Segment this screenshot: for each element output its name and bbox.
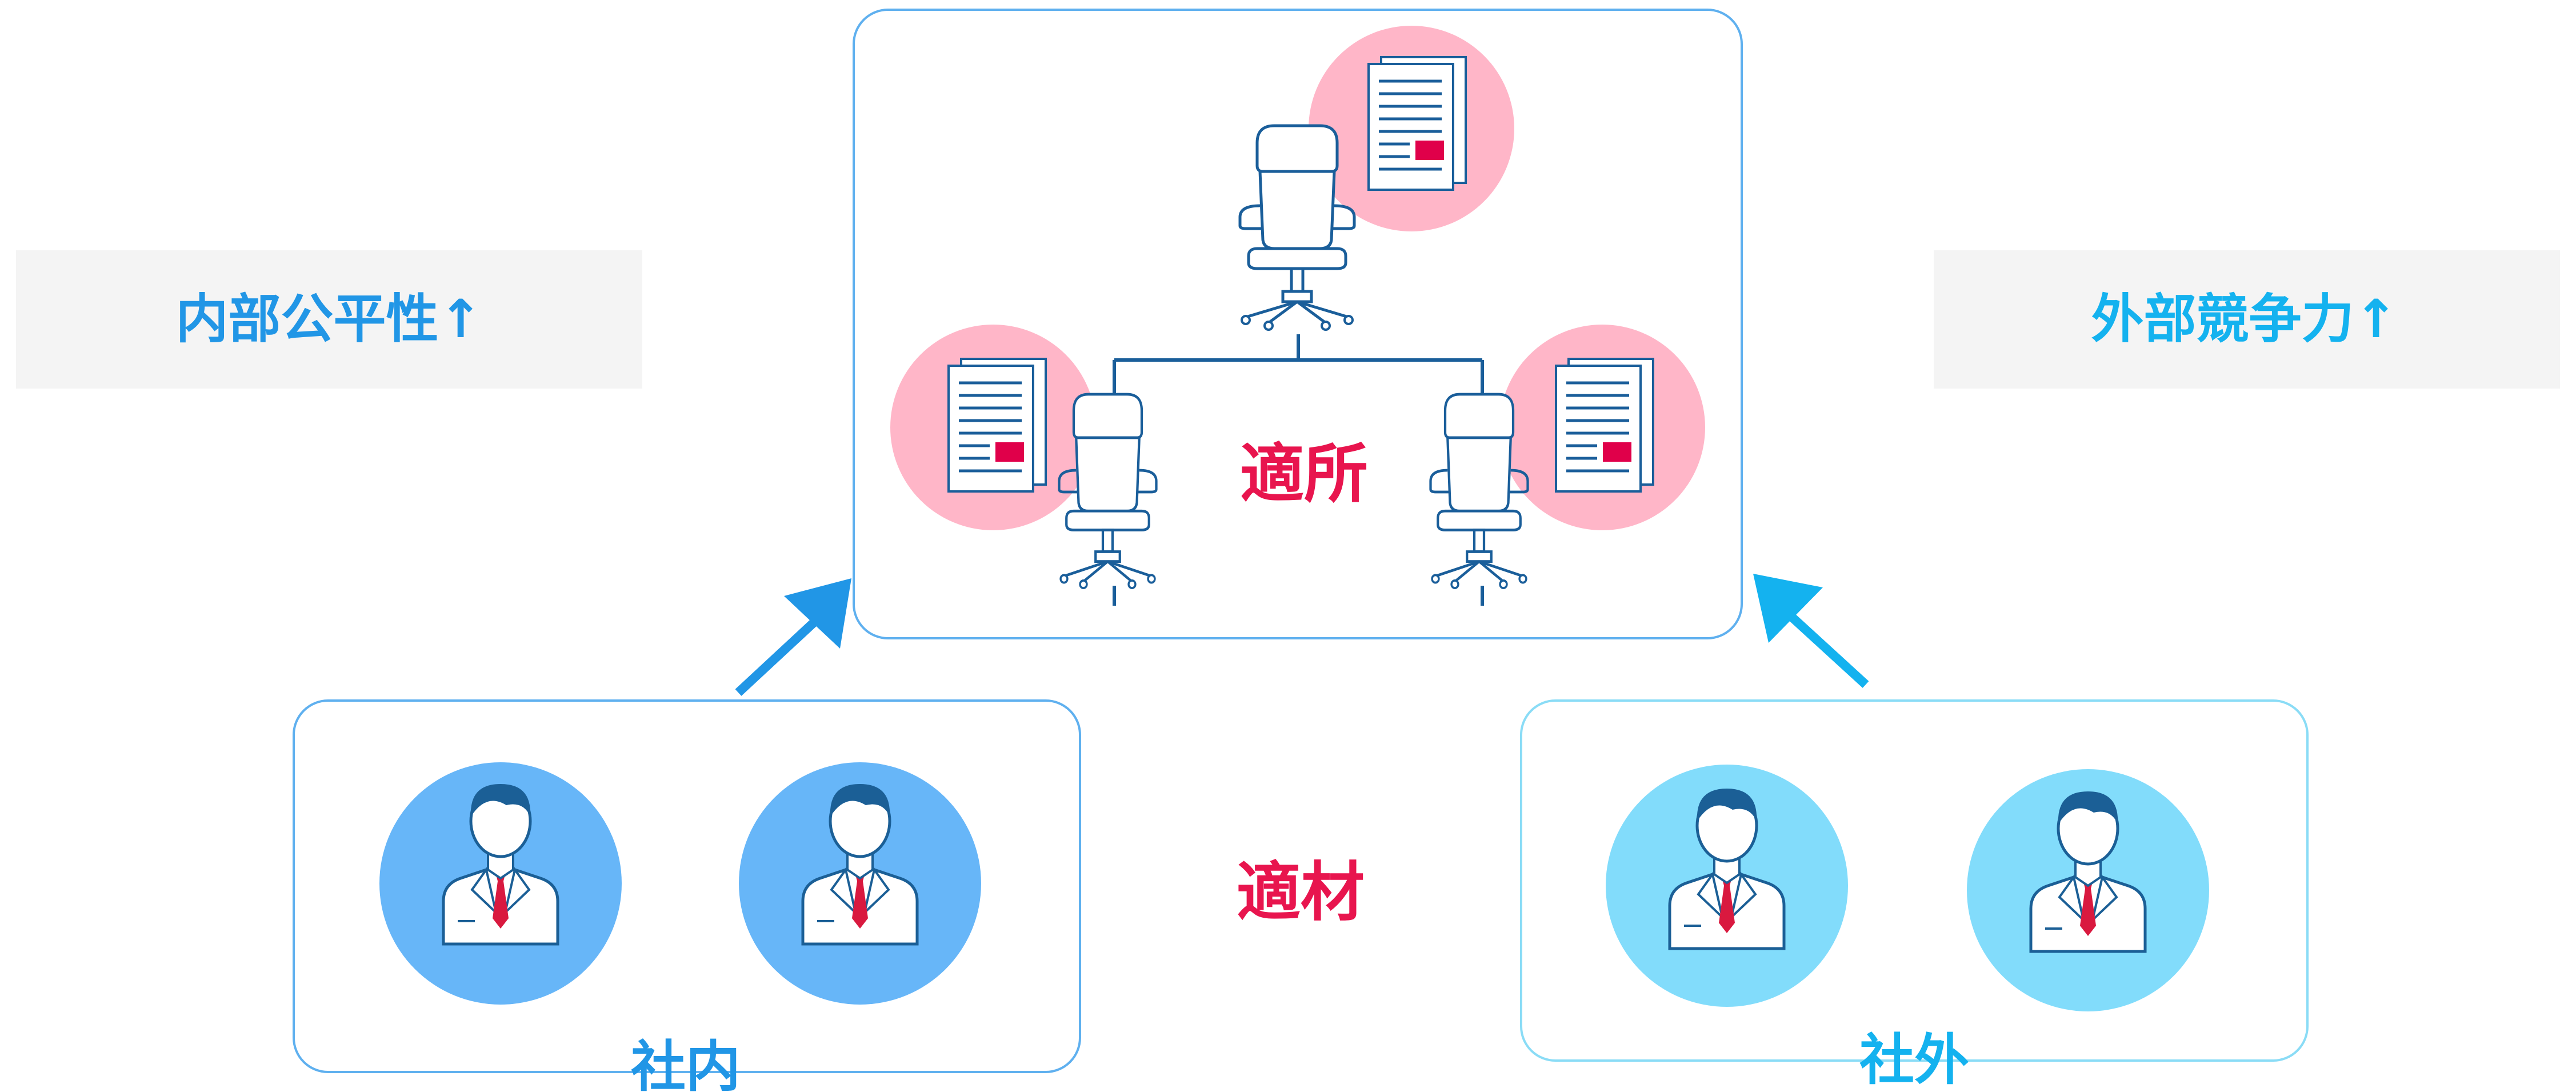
external-label: 社外 (1859, 1028, 1969, 1092)
document-icon (1369, 57, 1466, 190)
in-house-label: 社内 (631, 1035, 741, 1092)
arrow-up-icon (735, 578, 851, 696)
right-person-label: 適材 (1237, 855, 1365, 930)
internal-equity-label-box: 内部公平性↑ (16, 250, 642, 389)
document-icon (949, 359, 1046, 491)
internal-equity-label: 内部公平性↑ (175, 289, 482, 350)
external-competitiveness-label: 外部競争力↑ (2091, 289, 2398, 350)
external-candidates-box (1520, 699, 2309, 1062)
org-chart-connector (1113, 334, 1484, 606)
positions-box: 適所 (853, 9, 1743, 639)
document-icon (1556, 359, 1653, 491)
external-competitiveness-label-box: 外部競争力↑ (1934, 250, 2560, 389)
in-house-candidates-box (293, 699, 1081, 1073)
arrow-up-icon (1753, 574, 1869, 688)
right-place-label: 適所 (1240, 437, 1368, 511)
